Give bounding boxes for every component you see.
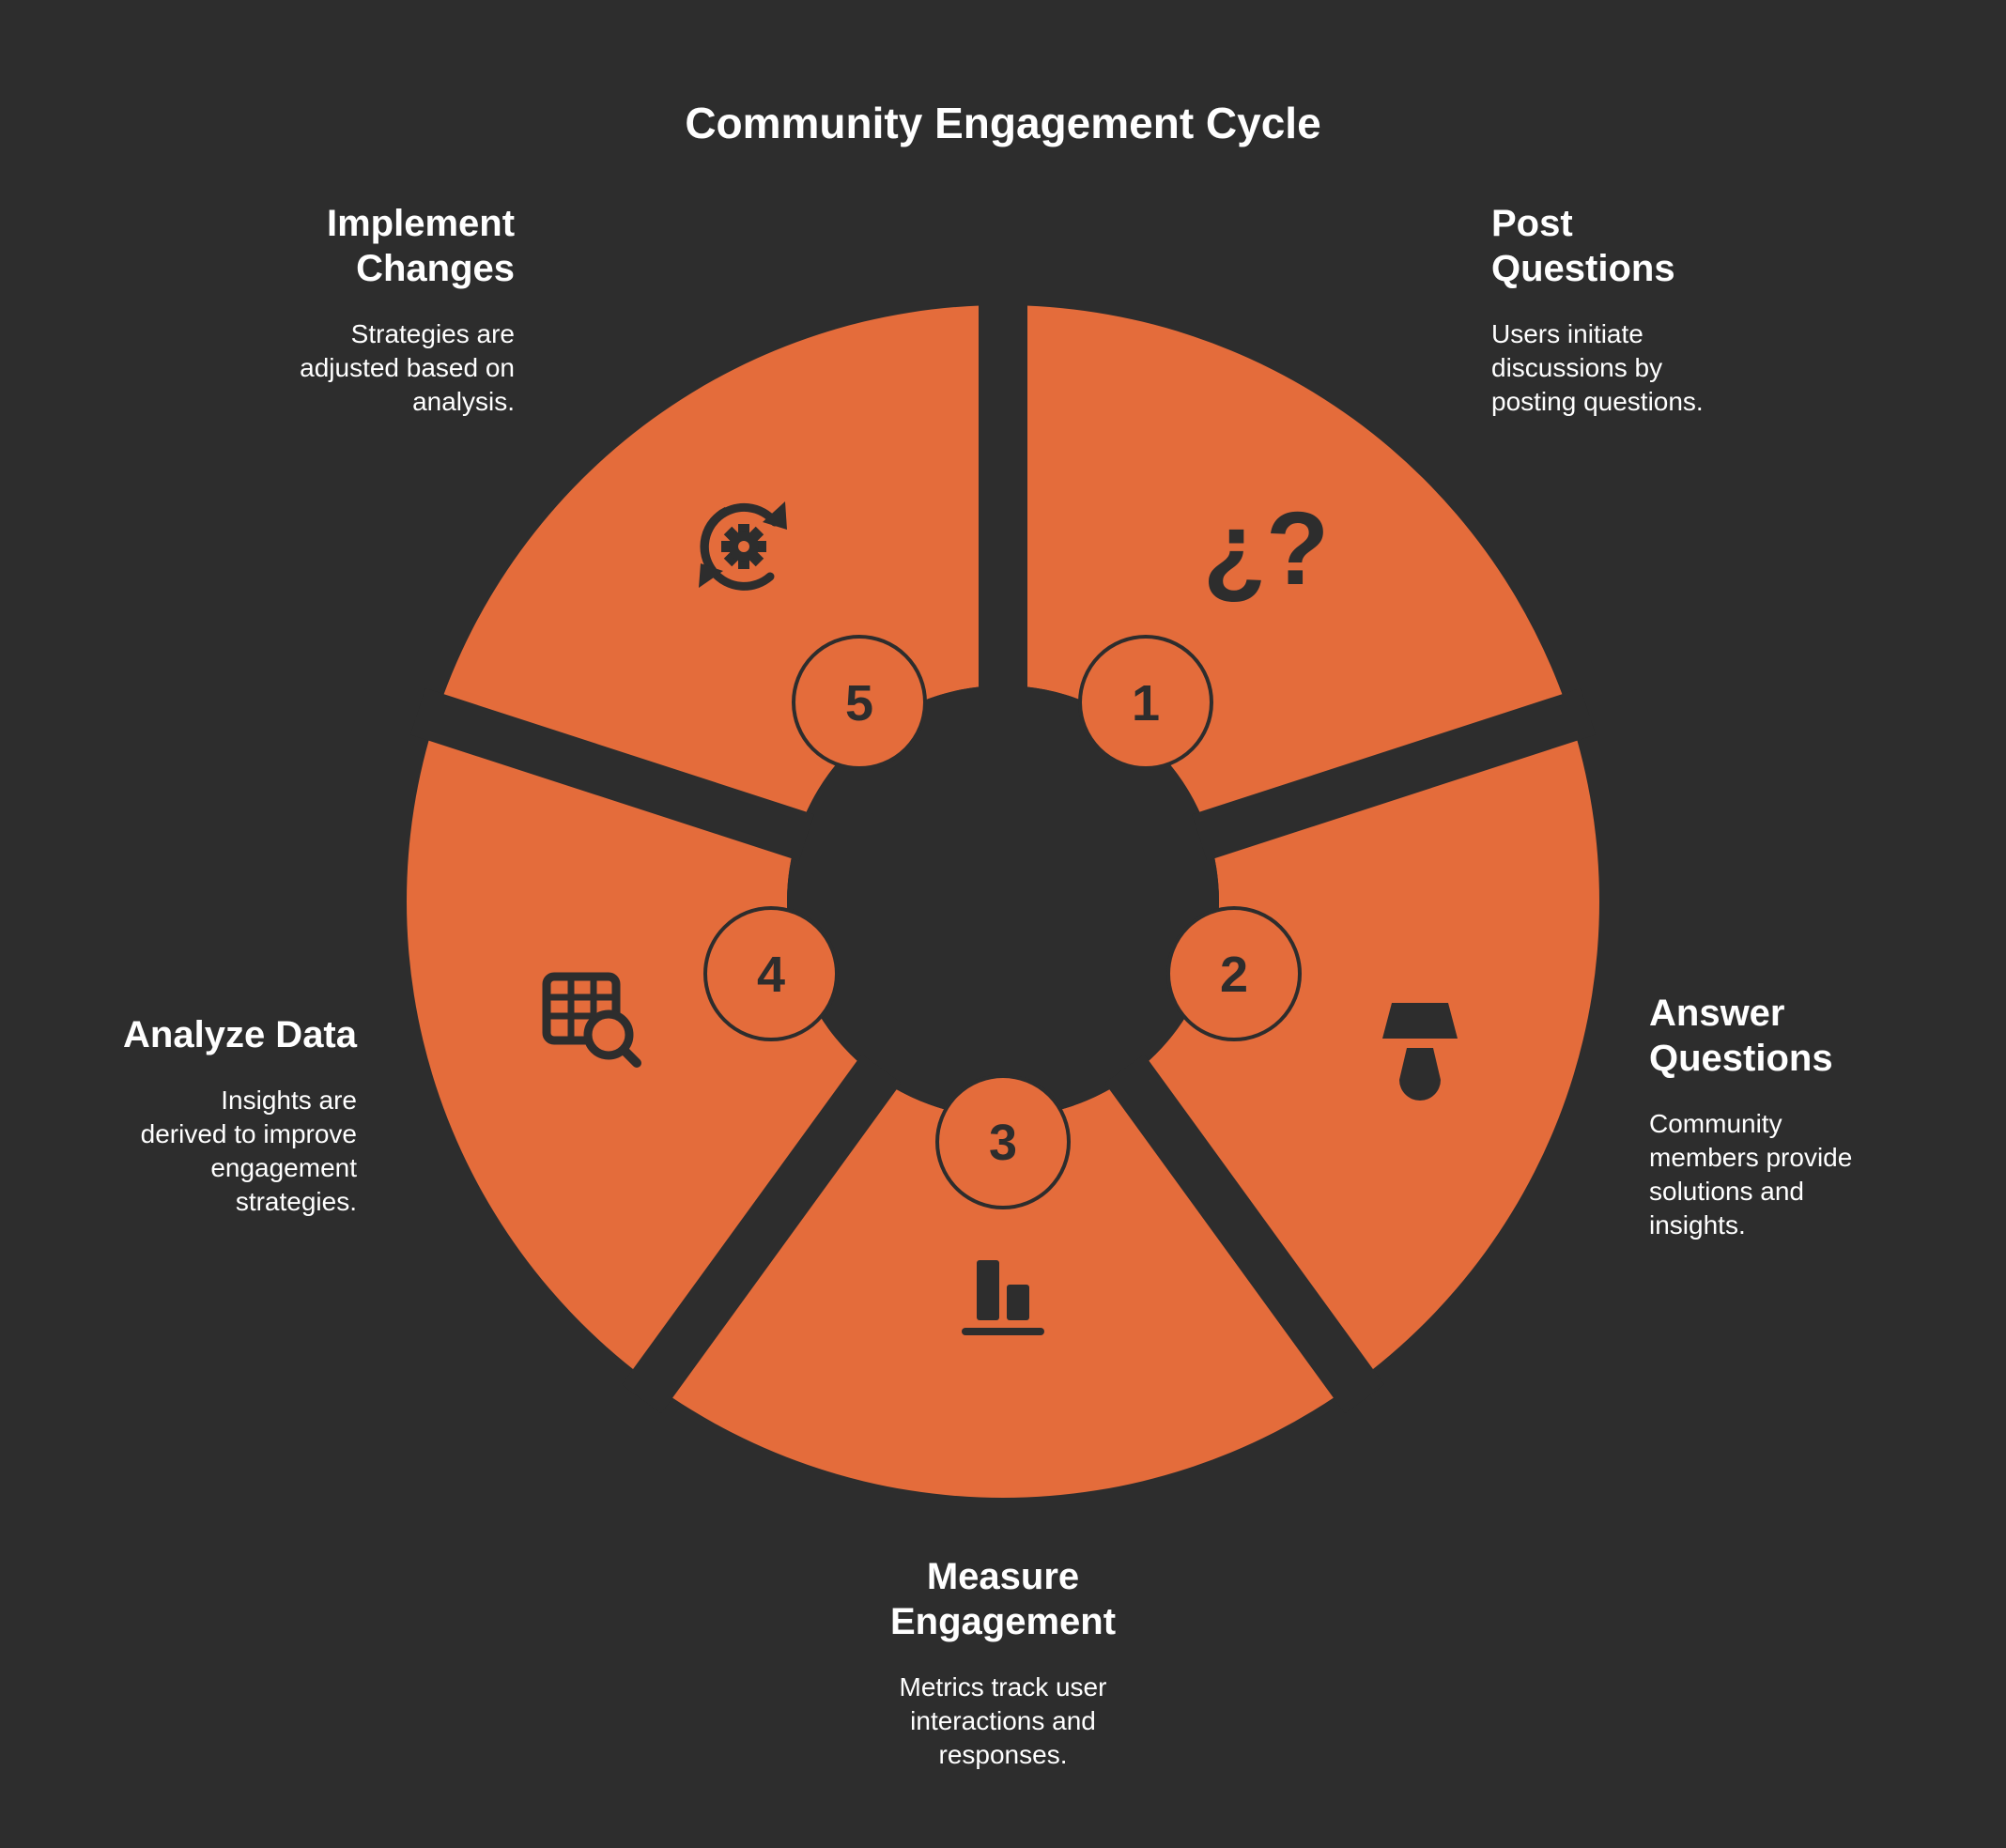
step-4-title: Analyze Data xyxy=(123,1014,357,1055)
step-3-label: Measure Engagement Metrics track user in… xyxy=(862,1554,1144,1772)
badge-5: 5 xyxy=(792,635,927,770)
step-number-2: 2 xyxy=(1220,947,1248,1003)
badge-4-circle xyxy=(703,906,839,1041)
step-3-title: Measure Engagement xyxy=(889,1556,1117,1642)
segment-gap xyxy=(1192,687,1596,861)
lamp-icon xyxy=(1382,1003,1458,1101)
badge-2: 2 xyxy=(1166,906,1302,1041)
segment-gaps xyxy=(410,286,1596,1414)
step-number-1: 1 xyxy=(1132,675,1160,732)
badge-2-circle xyxy=(1166,906,1302,1041)
step-1-description: Users initiate discussions by posting qu… xyxy=(1491,319,1704,416)
bar-chart-icon xyxy=(962,1260,1044,1335)
badge-4: 4 xyxy=(703,906,839,1041)
step-5-label: Implement Changes Strategies are adjuste… xyxy=(233,201,515,419)
step-3-description: Metrics track user interactions and resp… xyxy=(899,1672,1107,1769)
step-1-label: Post Questions Users initiate discussion… xyxy=(1491,201,1773,419)
step-2-label: Answer Questions Community members provi… xyxy=(1649,991,1884,1242)
step-number-5: 5 xyxy=(845,675,873,732)
badge-1: 1 xyxy=(1078,635,1213,770)
step-4-description: Insights are derived to improve engageme… xyxy=(140,1086,357,1216)
diagram-title: Community Engagement Cycle xyxy=(685,99,1321,147)
segment-gap xyxy=(410,687,814,861)
step-1-title: Post Questions xyxy=(1491,203,1675,289)
step-5-title: Implement Changes xyxy=(327,203,516,289)
segment-gap xyxy=(621,1054,902,1414)
badge-1-circle xyxy=(1078,635,1213,770)
badge-3: 3 xyxy=(935,1074,1071,1209)
step-2-description: Community members provide solutions and … xyxy=(1649,1109,1853,1240)
step-2-title: Answer Questions xyxy=(1649,993,1833,1079)
badge-5-circle xyxy=(792,635,927,770)
question-marks-icon: ¿? xyxy=(1203,491,1329,607)
svg-text:¿?: ¿? xyxy=(1203,491,1329,607)
step-number-3: 3 xyxy=(989,1115,1017,1171)
badge-3-circle xyxy=(935,1074,1071,1209)
step-number-4: 4 xyxy=(757,947,785,1003)
step-5-description: Strategies are adjusted based on analysi… xyxy=(300,319,515,416)
step-4-label: Analyze Data Insights are derived to imp… xyxy=(75,1012,357,1219)
segment-gap xyxy=(1104,1054,1385,1414)
gear-cycle-icon xyxy=(699,501,787,591)
center-hole xyxy=(787,685,1219,1117)
table-search-icon xyxy=(542,972,641,1068)
